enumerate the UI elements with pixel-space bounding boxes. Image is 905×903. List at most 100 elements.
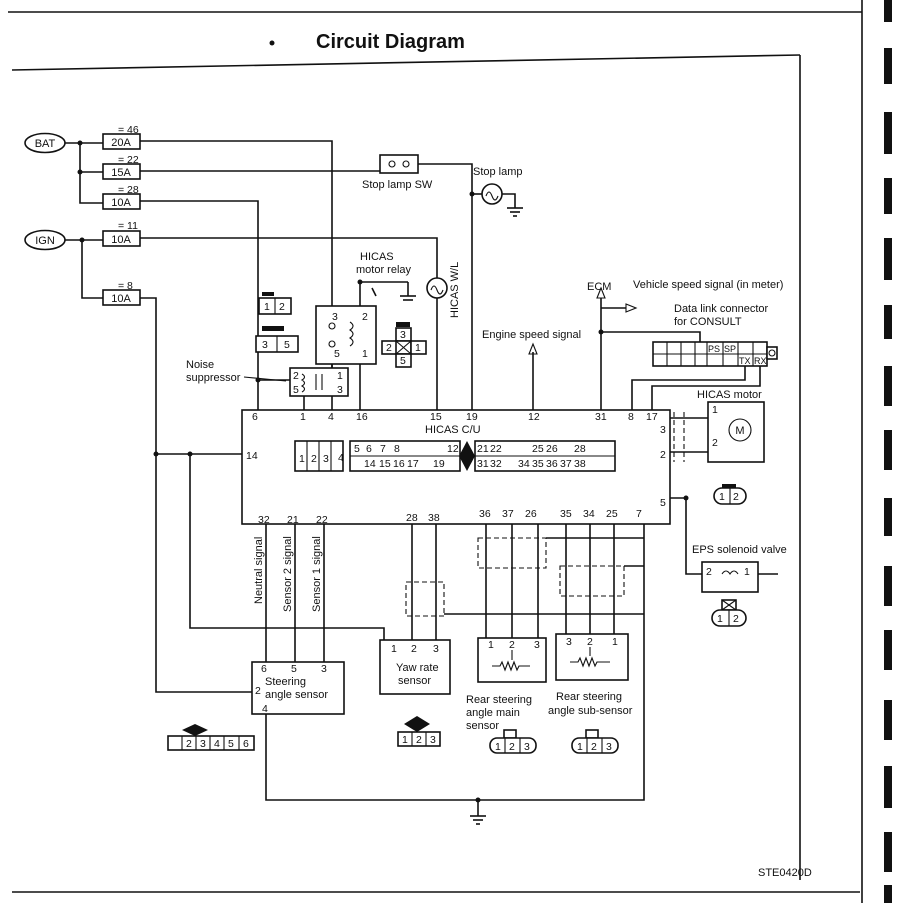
svg-text:4: 4 (328, 411, 334, 423)
steering-connector: 2 3 4 5 6 (167, 724, 255, 751)
ign-fuse-bus (65, 239, 103, 299)
svg-text:2: 2 (362, 311, 368, 323)
svg-text:2: 2 (255, 685, 261, 697)
stop-lamp-switch: Stop lamp SW (362, 154, 433, 191)
sensor1-signal-label: Sensor 1 signal (311, 536, 323, 612)
svg-text:5: 5 (293, 384, 299, 396)
svg-text:8: 8 (628, 411, 634, 423)
svg-text:Rear steering: Rear steering (466, 694, 532, 706)
svg-text:36: 36 (479, 508, 491, 520)
svg-text:2: 2 (279, 301, 285, 313)
svg-text:1: 1 (495, 741, 501, 753)
rear-main-connector: 1 2 3 (489, 729, 537, 754)
svg-text:8: 8 (394, 443, 400, 455)
svg-text:1: 1 (300, 411, 306, 423)
svg-text:SP: SP (724, 344, 736, 354)
svg-text:1: 1 (415, 342, 421, 354)
svg-text:1: 1 (299, 453, 305, 465)
svg-text:= 8: = 8 (118, 280, 133, 292)
svg-text:Data link connector: Data link connector (674, 303, 768, 315)
svg-text:1: 1 (402, 734, 408, 746)
svg-text:37: 37 (502, 508, 514, 520)
wire-fuse8 (140, 297, 252, 693)
svg-text:= 11: = 11 (118, 220, 138, 232)
svg-text:2: 2 (293, 370, 299, 382)
svg-text:1: 1 (488, 639, 494, 651)
yaw-connector: 1 2 3 (397, 716, 441, 747)
svg-text:35: 35 (532, 458, 544, 470)
ground-icon-relay (400, 295, 416, 301)
svg-text:4: 4 (214, 738, 220, 750)
title-bullet (269, 40, 275, 46)
svg-text:22: 22 (490, 443, 502, 455)
svg-text:1: 1 (362, 348, 368, 360)
relay-cross-connector: 3 2 1 5 (381, 322, 427, 368)
relay-connector-a: 1 2 (258, 292, 292, 315)
svg-text:14: 14 (364, 458, 376, 470)
svg-text:12: 12 (447, 443, 459, 455)
svg-text:HICAS: HICAS (360, 251, 394, 263)
svg-text:3: 3 (606, 741, 612, 753)
svg-text:6: 6 (366, 443, 372, 455)
bat-fuse-bus (65, 142, 103, 204)
svg-text:Stop lamp: Stop lamp (473, 166, 523, 178)
svg-text:2: 2 (733, 613, 739, 625)
engine-speed-label: Engine speed signal (482, 329, 581, 341)
svg-text:3: 3 (262, 339, 268, 351)
neutral-signal-label: Neutral signal (253, 537, 265, 604)
svg-text:5: 5 (400, 355, 406, 367)
fuse-22: = 22 15A (102, 154, 141, 180)
eps-connector: 1 2 (711, 599, 747, 627)
svg-text:32: 32 (258, 514, 270, 526)
hicas-warning-lamp: HICAS W/L (426, 262, 461, 318)
svg-text:16: 16 (356, 411, 368, 423)
svg-text:19: 19 (466, 411, 478, 423)
svg-text:1: 1 (391, 643, 397, 655)
svg-text:3: 3 (433, 643, 439, 655)
svg-text:HICAS W/L: HICAS W/L (449, 262, 461, 318)
svg-text:angle main: angle main (466, 707, 520, 719)
svg-text:25: 25 (532, 443, 544, 455)
svg-text:22: 22 (316, 514, 328, 526)
bat-source: BAT (24, 132, 66, 154)
fuse-28: = 28 10A (102, 184, 141, 210)
svg-text:14: 14 (246, 450, 258, 462)
svg-text:28: 28 (574, 443, 586, 455)
svg-text:5: 5 (284, 339, 290, 351)
svg-text:Yaw rate: Yaw rate (396, 662, 439, 674)
svg-text:3: 3 (430, 734, 436, 746)
svg-text:2: 2 (411, 643, 417, 655)
steering-angle-sensor: 6 5 3 2 4 Steering angle sensor (251, 661, 345, 715)
svg-text:3: 3 (321, 663, 327, 675)
hicas-motor: HICAS motor 1 2 M (697, 389, 765, 463)
svg-text:= 22: = 22 (118, 154, 139, 166)
ground-return-bus (265, 714, 645, 801)
fuse-46: = 46 20A (102, 124, 141, 150)
svg-text:5: 5 (228, 738, 234, 750)
ecm-label: ECM (587, 281, 611, 293)
svg-text:38: 38 (428, 512, 440, 524)
svg-text:Stop lamp SW: Stop lamp SW (362, 179, 433, 191)
wire-dlc (631, 366, 761, 410)
fuse-8: = 8 10A (102, 280, 141, 306)
cu-pin-numbers: 6 1 4 16 15 19 12 31 8 17 14 3 2 5 32 21… (246, 411, 666, 526)
fuse-11: = 11 10A (102, 220, 141, 247)
svg-text:4: 4 (338, 452, 344, 464)
svg-text:2: 2 (509, 741, 515, 753)
svg-text:2: 2 (591, 741, 597, 753)
svg-text:angle sub-sensor: angle sub-sensor (548, 705, 633, 717)
svg-text:3: 3 (400, 329, 406, 341)
ign-label: IGN (35, 235, 55, 247)
svg-text:21: 21 (287, 514, 299, 526)
svg-text:17: 17 (407, 458, 419, 470)
rear-steering-sub-sensor: 3 2 1 Rear steering angle sub-sensor (548, 633, 633, 717)
diagram-frame-top (11, 54, 801, 71)
svg-text:7: 7 (380, 443, 386, 455)
svg-text:3: 3 (660, 424, 666, 436)
svg-text:= 28: = 28 (118, 184, 139, 196)
reference-code: STE0420D (758, 867, 812, 879)
svg-text:3: 3 (332, 311, 338, 323)
svg-text:1: 1 (717, 613, 723, 625)
svg-text:2: 2 (733, 491, 739, 503)
svg-text:2: 2 (706, 566, 712, 578)
